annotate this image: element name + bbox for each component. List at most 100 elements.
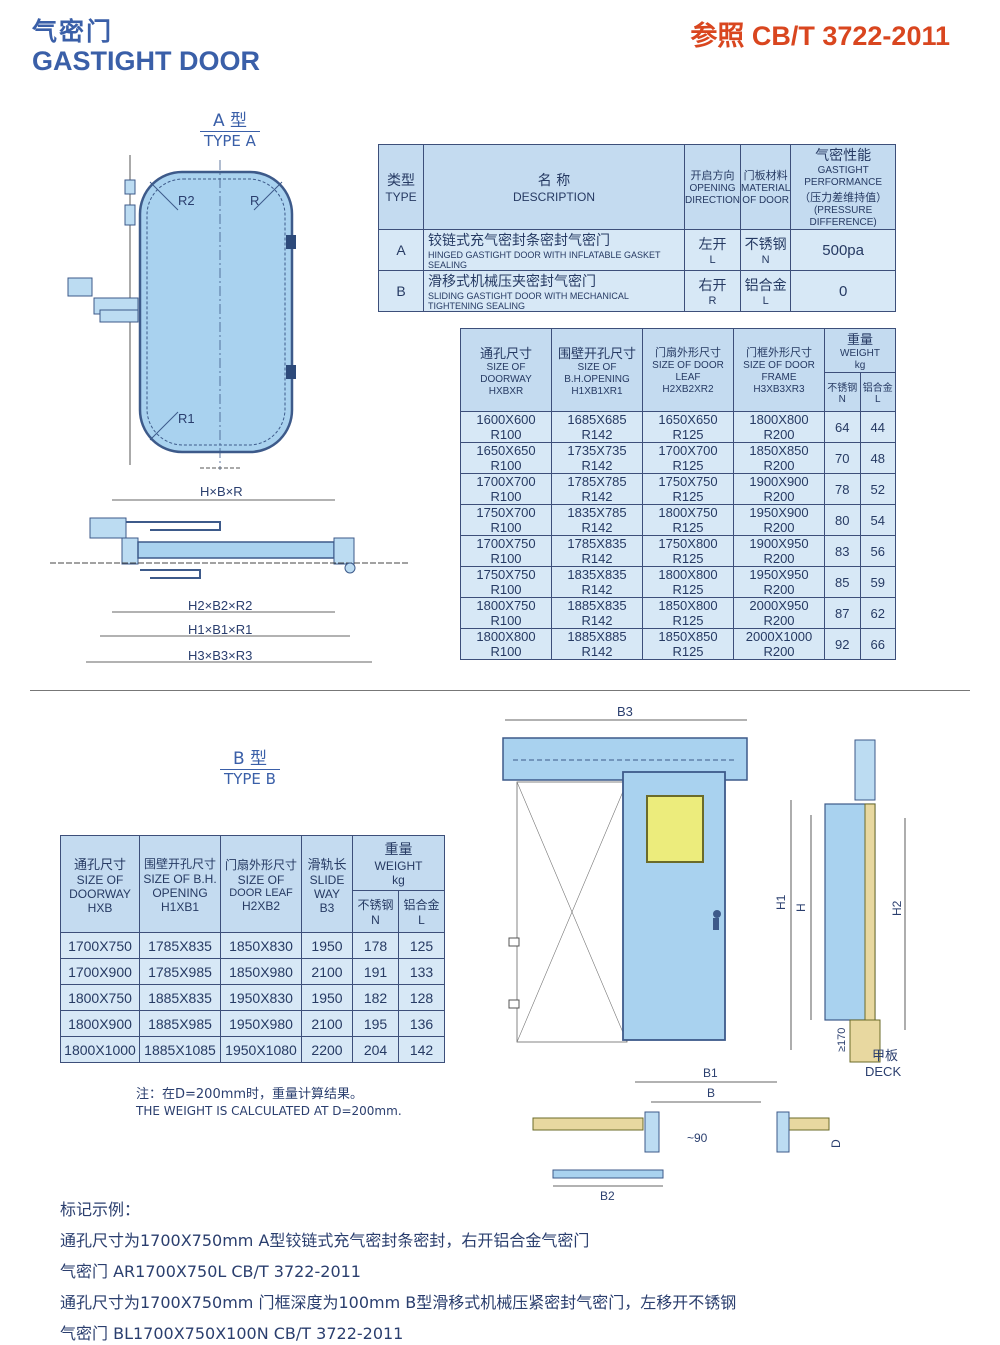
cell-material: 铝合金 L	[739, 270, 792, 312]
table-cell: 85	[824, 566, 861, 598]
cell-type: A	[378, 229, 424, 271]
table-cell: 1950X830	[220, 984, 302, 1011]
table-cell: 1800X1000	[60, 1036, 140, 1063]
table-cell: 83	[824, 535, 861, 567]
table-cell: 2100	[301, 1010, 353, 1037]
table-cell: 66	[859, 628, 896, 660]
deck-label-en: DECK	[865, 1064, 901, 1079]
th-a-l-cn: 铝合金	[862, 382, 893, 394]
th-type: 类型 TYPE	[378, 144, 424, 230]
th-a-leaf: 门扇外形尺寸 SIZE OF DOOR LEAF H2XB2XR2	[642, 328, 734, 412]
cell-dir-cn: 左开	[698, 237, 727, 253]
table-cell: 1785X835 R142	[551, 535, 643, 567]
th-b-w-cn: 重量	[384, 841, 413, 858]
th-a-c2-en2: H1XB1XR1	[571, 385, 623, 397]
dim-90-label: ~90	[687, 1131, 708, 1145]
type-a-label-cn: A 型	[200, 112, 260, 132]
th-b-n-cn: 不锈钢	[357, 897, 394, 912]
cell-material: 不锈钢 N	[739, 229, 792, 271]
th-material: 门板材料 MATERIAL OF DOOR	[739, 144, 792, 230]
weight-note: 注：在D=200mm时，重量计算结果。 THE WEIGHT IS CALCUL…	[136, 1086, 402, 1120]
dim-b1-label: B1	[703, 1066, 718, 1080]
table-cell: 1850X830	[220, 932, 302, 959]
table-cell: 1885X835	[139, 984, 221, 1011]
cell-mat-cn: 不锈钢	[744, 237, 787, 253]
door-type-table: 类型 TYPE 名 称 DESCRIPTION 开启方向 OPENING DIR…	[378, 144, 896, 312]
table-cell: 54	[859, 504, 896, 536]
th-perf-en: GASTIGHT PERFORMANCE	[804, 165, 883, 188]
th-type-cn: 类型	[387, 173, 415, 189]
type-b-label-cn: B 型	[220, 750, 280, 770]
table-cell: 125	[398, 932, 445, 959]
cell-description: 滑移式机械压夹密封气密门 SLIDING GASTIGHT DOOR WITH …	[423, 270, 685, 312]
table-cell: 1750X800 R125	[642, 535, 734, 567]
table-cell: 92	[824, 628, 861, 660]
dim-h1-label: H1×B1×R1	[188, 622, 252, 637]
th-mat-en2: OF DOOR	[742, 195, 789, 206]
table-cell: 1950	[301, 984, 353, 1011]
table-cell: 1785X785 R142	[551, 473, 643, 505]
th-a-w-cn: 重量	[846, 333, 873, 348]
th-b-c2-en1: SIZE OF B.H.	[143, 871, 217, 886]
dim-b-label: B	[707, 1086, 715, 1100]
th-a-l-code: L	[874, 393, 881, 405]
table-cell: 1800X750	[60, 984, 140, 1011]
th-b-leaf: 门扇外形尺寸 SIZE OF DOOR LEAF H2XB2	[220, 835, 302, 933]
table-cell: 1885X1085	[139, 1036, 221, 1063]
table-cell: 1650X650 R125	[642, 411, 734, 443]
cell-type: B	[378, 270, 424, 312]
th-b-c4-en3: B3	[319, 900, 335, 915]
th-b-c1-en1: SIZE OF	[76, 872, 124, 887]
table-cell: 1800X800 R100	[460, 628, 552, 660]
type-b-label: B 型 TYPE B	[220, 750, 280, 789]
th-desc-en: DESCRIPTION	[512, 190, 595, 204]
th-b-c3-en3: H2XB2	[241, 898, 281, 913]
th-a-c1-en2: HXBXR	[488, 385, 524, 397]
table-cell: 56	[859, 535, 896, 567]
th-a-n-code: N	[838, 393, 846, 405]
dim-b3-label: B3	[617, 704, 633, 719]
th-a-c3-en2: H2XB2XR2	[662, 384, 714, 395]
th-b-n-code: N	[371, 912, 380, 927]
table-cell: 1900X900 R200	[733, 473, 825, 505]
table-cell: 1800X750 R125	[642, 504, 734, 536]
th-b-l-cn: 铝合金	[403, 897, 440, 912]
table-cell: 87	[824, 597, 861, 629]
table-cell: 1850X800 R125	[642, 597, 734, 629]
table-row: B 滑移式机械压夹密封气密门 SLIDING GASTIGHT DOOR WIT…	[378, 270, 896, 312]
th-b-c4-en2: WAY	[314, 886, 340, 901]
type-a-label: A 型 TYPE A	[200, 112, 260, 151]
th-a-c3-cn: 门扇外形尺寸	[655, 346, 721, 359]
table-cell: 1750X700 R100	[460, 504, 552, 536]
th-a-doorway: 通孔尺寸 SIZE OF DOORWAY HXBXR	[460, 328, 552, 412]
table-cell: 1950X900 R200	[733, 504, 825, 536]
table-cell: 59	[859, 566, 896, 598]
table-cell: 142	[398, 1036, 445, 1063]
th-a-c4-en1: SIZE OF DOOR FRAME	[743, 360, 815, 383]
cell-desc-cn: 滑移式机械压夹密封气密门	[428, 274, 596, 290]
th-a-c4-en2: H3XB3XR3	[753, 384, 805, 395]
dim-b2-label: B2	[600, 1189, 615, 1203]
th-a-c1-cn: 通孔尺寸	[479, 346, 532, 362]
marking-line-3: 通孔尺寸为1700X750mm 门框深度为100mm B型滑移式机械压紧密封气密…	[60, 1293, 737, 1312]
th-b-c3-en2: DOOR LEAF	[229, 886, 293, 899]
weight-note-en: THE WEIGHT IS CALCULATED AT D=200mm.	[136, 1104, 402, 1118]
table-cell: 1600X600 R100	[460, 411, 552, 443]
th-b-c1-en3: HXB	[87, 900, 113, 915]
table-cell: 48	[859, 442, 896, 474]
table-cell: 2000X1000 R200	[733, 628, 825, 660]
th-dir-cn: 开启方向	[690, 169, 735, 182]
table-cell: 1950X980	[220, 1010, 302, 1037]
table-cell: 1950X950 R200	[733, 566, 825, 598]
th-b-c3-cn: 门扇外形尺寸	[224, 857, 297, 872]
marking-title: 标记示例：	[60, 1200, 141, 1219]
table-cell: 1885X835 R142	[551, 597, 643, 629]
th-a-aluminum: 铝合金 L	[859, 372, 896, 412]
door-leaf-shape	[138, 170, 294, 454]
th-a-w-en: WEIGHT	[840, 348, 880, 359]
